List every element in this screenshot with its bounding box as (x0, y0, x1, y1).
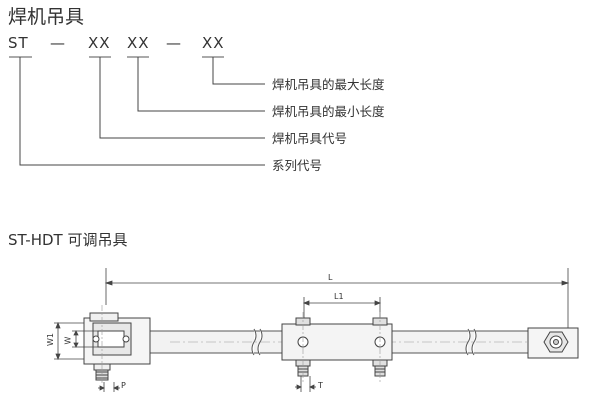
code-hanger-id: XX (88, 34, 111, 52)
rod-break-marks (251, 328, 477, 356)
code-series: ST (8, 34, 29, 52)
page-title: 焊机吊具 (8, 6, 85, 28)
legend-min-length: 焊机吊具的最小长度 (272, 104, 385, 119)
code-max-length: XX (202, 34, 225, 52)
legend-hanger-code: 焊机吊具代号 (272, 131, 348, 146)
dim-label-L1: L1 (334, 292, 344, 301)
dimension-L (104, 268, 570, 330)
legend-max-length: 焊机吊具的最大长度 (272, 77, 385, 92)
dimension-W (72, 330, 98, 348)
dimension-T (295, 376, 316, 392)
legend-series-code: 系列代号 (272, 158, 323, 173)
dimension-W1 (54, 321, 84, 361)
dim-label-W: W (63, 336, 73, 345)
code-dash-1: — (50, 34, 66, 52)
code-min-length: XX (127, 34, 150, 52)
middle-block (281, 317, 393, 377)
dim-label-P: P (121, 381, 126, 390)
code-dash-2: — (166, 34, 182, 52)
model-subtitle: ST-HDT 可调吊具 (8, 231, 128, 249)
dim-label-L: L (328, 273, 333, 282)
left-clevis (83, 312, 151, 381)
dimension-P (98, 382, 120, 392)
dim-label-T: T (318, 381, 323, 390)
right-end-fitting (527, 327, 579, 359)
dim-label-W1: W1 (46, 333, 55, 346)
leader-lines (19, 57, 265, 166)
